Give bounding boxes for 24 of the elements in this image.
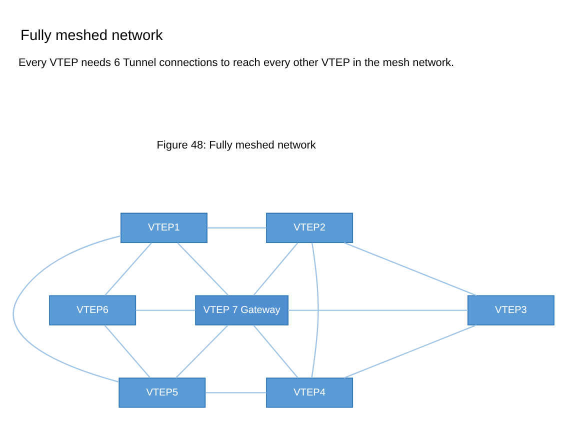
label: Every VTEP needs 6 Tunnel connections to reach every other VTEP in the mesh network.	[18, 56, 454, 68]
node-box: VTEP2	[266, 212, 354, 242]
connector	[177, 242, 229, 296]
connector	[288, 309, 468, 310]
connector	[13, 234, 122, 382]
connector	[175, 324, 228, 378]
label: Figure 48: Fully meshed network	[156, 138, 316, 151]
node-box: VTEP5	[118, 377, 206, 408]
node-box: VTEP4	[266, 377, 354, 408]
connector	[253, 324, 298, 378]
connector	[104, 324, 151, 378]
connector	[311, 242, 319, 378]
connector	[344, 324, 477, 378]
connector	[253, 242, 298, 296]
connector	[205, 392, 266, 393]
node-box: VTEP6	[49, 294, 136, 325]
node-box: VTEP1	[120, 212, 208, 242]
node-box: VTEP3	[467, 294, 554, 325]
connector	[136, 309, 196, 310]
connector	[104, 242, 152, 296]
node-box: VTEP 7 Gateway	[195, 294, 288, 325]
diagram-title: Fully meshed network	[20, 28, 163, 44]
connector	[207, 226, 266, 228]
connector	[344, 242, 477, 296]
